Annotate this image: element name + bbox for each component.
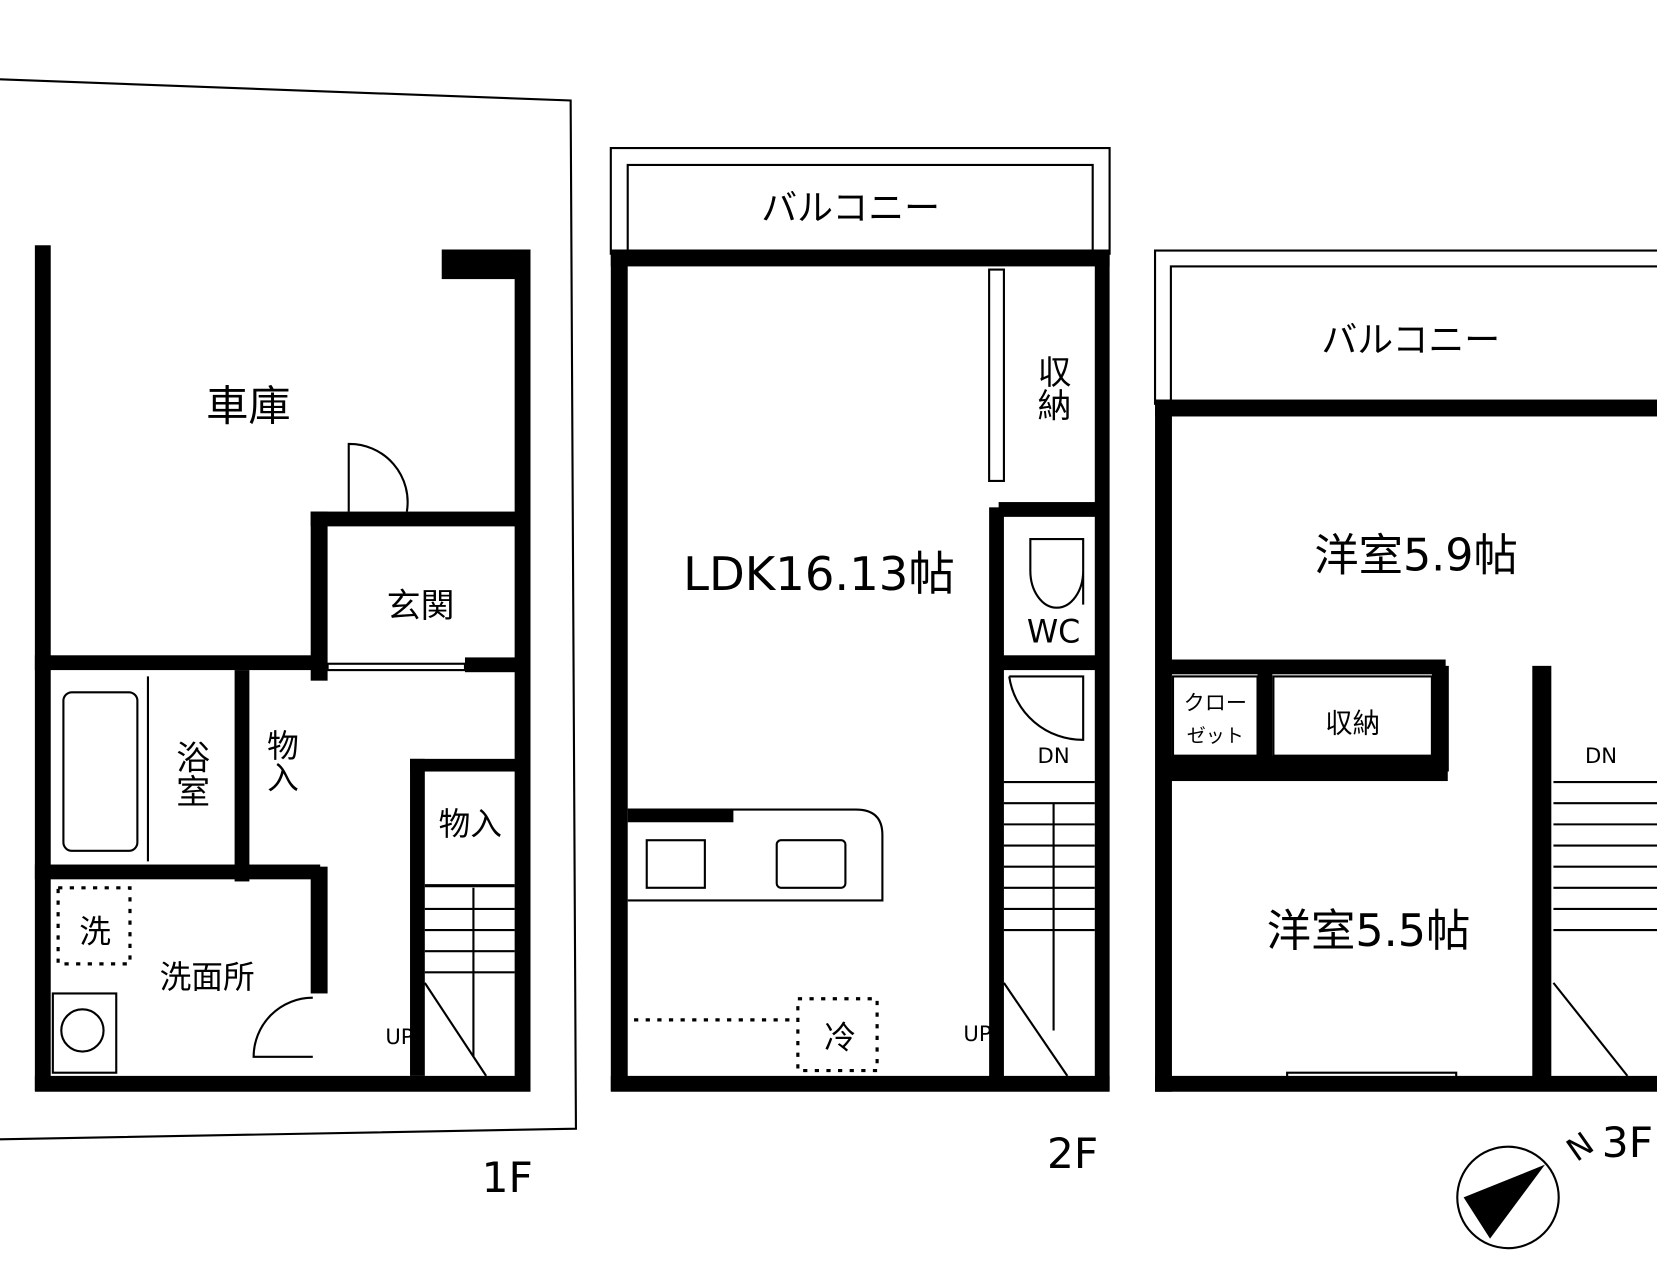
stairs-3f — [1552, 781, 1657, 1077]
window — [1286, 402, 1458, 414]
window — [326, 662, 467, 672]
window — [611, 374, 627, 546]
room-ldk: LDK16.13帖 — [683, 547, 955, 601]
closet-label-1: クロー — [1184, 690, 1247, 715]
wall — [610, 249, 628, 1091]
stairs-dn-label: DN — [1038, 743, 1070, 768]
floor-label-2f: 2F — [1047, 1129, 1098, 1178]
toilet-icon — [1029, 537, 1085, 609]
kitchen-sink — [775, 839, 847, 889]
room-storage: 収納 — [1032, 354, 1071, 422]
floor-2: バルコニー LDK16.13帖 収納 WC DN UP 冷 2F — [609, 146, 1111, 1178]
wall — [998, 502, 1100, 517]
stove-icon — [645, 839, 706, 889]
wall — [998, 655, 1100, 671]
wall — [1155, 399, 1657, 417]
wall — [1162, 659, 1446, 675]
north-arrow-icon — [1463, 1164, 1545, 1239]
window — [738, 252, 910, 264]
floor-3: バルコニー 洋室5.9帖 洋室5.5帖 クロー ゼット 収納 DN 3F — [1153, 249, 1657, 1167]
wall — [989, 507, 1004, 1078]
room-storage-b: 物入 — [439, 807, 502, 843]
wall — [34, 1075, 531, 1092]
sink — [60, 1008, 105, 1053]
floor-label-1f: 1F — [482, 1153, 533, 1202]
room-western-a: 洋室5.9帖 — [1314, 531, 1518, 582]
wall — [627, 809, 734, 823]
wall — [1431, 665, 1449, 772]
wall — [1155, 1075, 1657, 1092]
room-storage-a: 物入 — [262, 729, 299, 793]
wall — [441, 249, 531, 280]
wall — [514, 249, 531, 1091]
vanity — [51, 992, 118, 1074]
wall — [310, 866, 328, 994]
window — [1286, 1071, 1458, 1083]
wall — [1155, 399, 1172, 1092]
stairs-2f — [1003, 781, 1095, 1077]
stairs-1f — [423, 884, 515, 1077]
wall — [410, 758, 425, 1076]
lot-boundary — [0, 78, 577, 1141]
balcony-label: バルコニー — [1321, 320, 1500, 361]
wall — [610, 1075, 1110, 1092]
wall — [464, 657, 518, 673]
sliding-door-storage[interactable] — [988, 268, 1005, 482]
bathtub — [62, 691, 139, 852]
balcony-label: バルコニー — [761, 188, 940, 229]
kitchen-counter — [627, 808, 884, 902]
wall — [34, 655, 318, 671]
washer-label: 洗 — [79, 915, 111, 951]
wall — [1094, 249, 1110, 1091]
room-western-b: 洋室5.5帖 — [1267, 906, 1471, 957]
stairs-up-label: UP — [385, 1024, 413, 1049]
closet-label-2: ゼット — [1187, 725, 1244, 747]
wall — [1162, 755, 1448, 782]
room-bath: 浴室 — [171, 740, 210, 808]
wall — [34, 864, 321, 880]
floor-label-3f: 3F — [1602, 1118, 1653, 1167]
room-entrance: 玄関 — [387, 586, 455, 625]
room-wc: WC — [1027, 615, 1080, 651]
storage-box — [1272, 675, 1433, 757]
closet-box — [1171, 675, 1259, 757]
wall — [310, 511, 523, 527]
door-garage[interactable] — [347, 442, 409, 512]
stairs-up-label: UP — [963, 1021, 991, 1046]
compass: N — [1456, 1126, 1601, 1250]
wall — [1532, 665, 1552, 1078]
wall — [310, 511, 328, 681]
door-wc[interactable] — [1008, 675, 1085, 741]
fridge-label: 冷 — [824, 1020, 856, 1056]
stairs-dn-label: DN — [1585, 743, 1617, 768]
wall — [410, 758, 518, 772]
north-label: N — [1561, 1126, 1601, 1169]
room-storage: 収納 — [1325, 708, 1380, 739]
washer-space — [56, 886, 132, 966]
room-garage: 車庫 — [206, 382, 291, 431]
wall — [610, 249, 1110, 267]
wall — [234, 670, 250, 882]
door-washroom[interactable] — [252, 996, 313, 1058]
room-washroom: 洗面所 — [160, 960, 255, 996]
wall — [1257, 665, 1273, 761]
floor-1: 車庫 玄関 浴室 物入 物入 洗 洗面所 UP 1F — [0, 78, 577, 1202]
